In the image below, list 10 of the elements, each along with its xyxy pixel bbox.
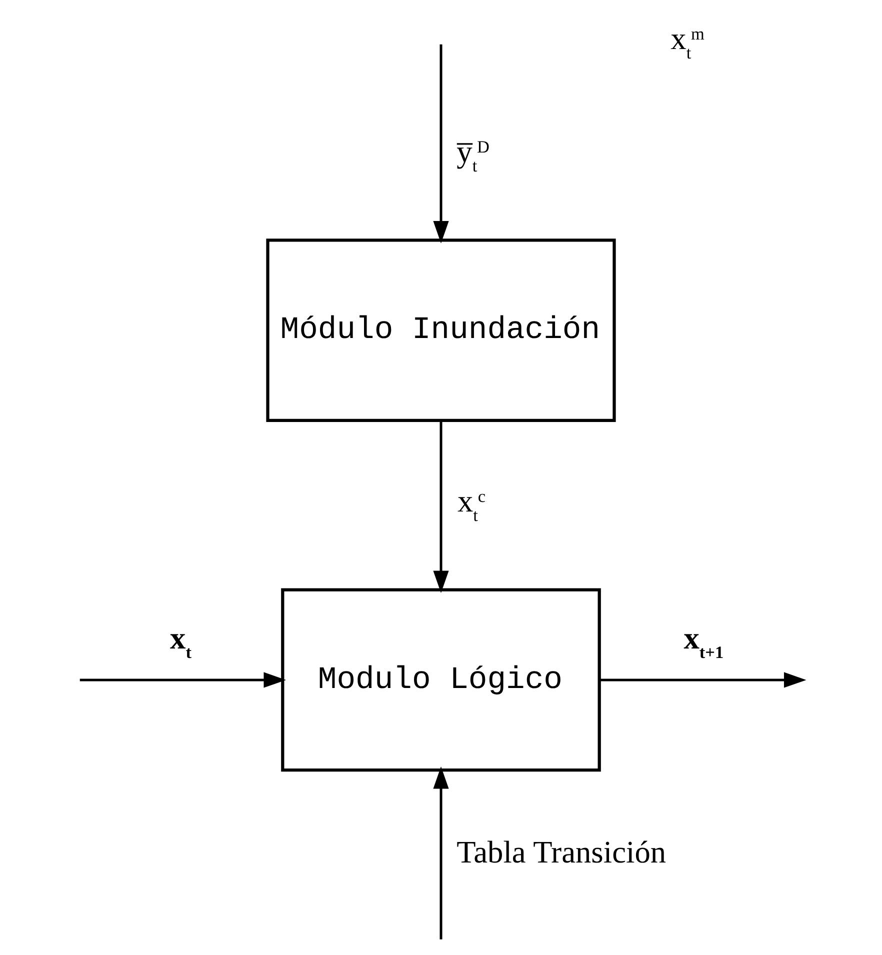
arrow <box>433 44 449 244</box>
edge-label: x$_{t+1}$ <box>684 620 724 662</box>
arrow <box>433 420 449 594</box>
edge-label: x$_{t}$ <box>170 620 192 662</box>
edge-label: Tabla Transición <box>456 834 666 870</box>
node-box: Módulo Inundación <box>266 238 616 422</box>
arrow <box>600 672 806 688</box>
node-box: Modulo Lógico <box>281 588 601 772</box>
arrow <box>433 766 449 940</box>
arrow <box>80 672 286 688</box>
